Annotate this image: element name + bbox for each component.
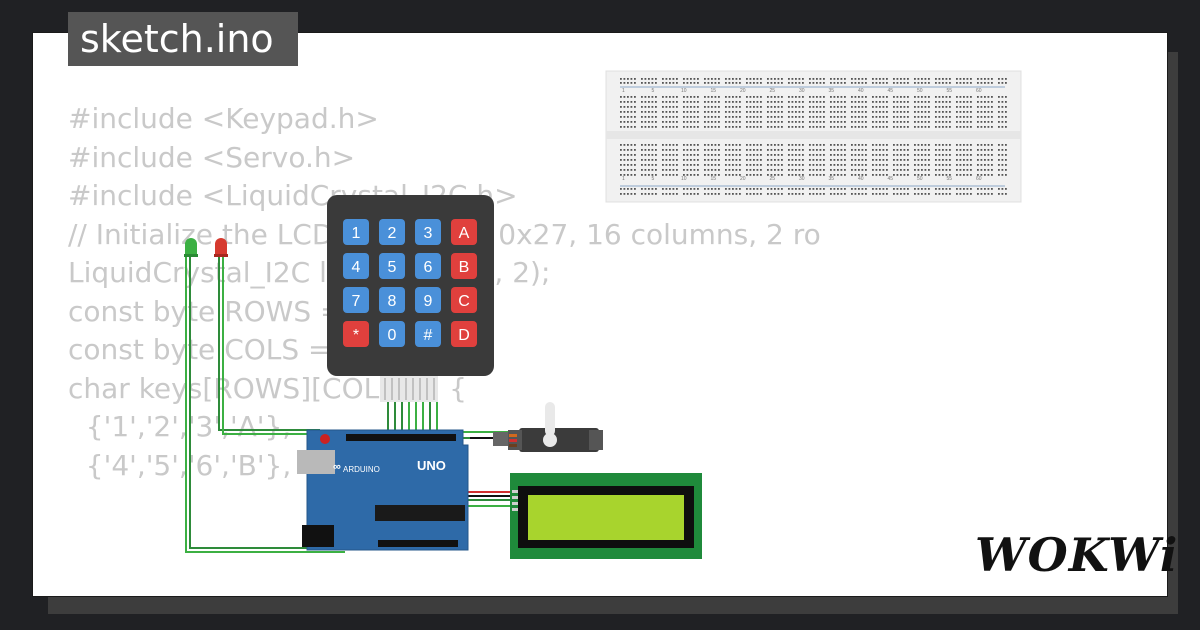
lcd-display[interactable] <box>510 473 702 559</box>
power-jack <box>302 525 334 547</box>
breadboard-column-number: 1 <box>622 88 625 94</box>
led-red[interactable] <box>214 238 228 257</box>
atmega-chip <box>375 505 465 521</box>
breadboard-column-number: 25 <box>770 88 776 94</box>
arduino-model: UNO <box>417 458 446 473</box>
breadboard-column-number: 5 <box>652 176 655 182</box>
keypad-key-8[interactable]: 8 <box>379 287 405 313</box>
keypad-key-label: 2 <box>388 225 397 242</box>
keypad-key-label: D <box>458 327 470 344</box>
keypad-key-label: 4 <box>352 259 361 276</box>
breadboard-column-number: 1 <box>622 176 625 182</box>
breadboard-column-number: 30 <box>799 176 805 182</box>
breadboard-column-number: 60 <box>976 176 982 182</box>
arduino-uno[interactable]: ∞ ARDUINO UNO <box>297 429 469 551</box>
reset-button <box>320 434 330 444</box>
breadboard-column-number: 25 <box>770 176 776 182</box>
breadboard-column-number: 40 <box>858 176 864 182</box>
breadboard-column-number: 50 <box>917 88 923 94</box>
usb-port <box>297 450 335 474</box>
keypad-key-label: 0 <box>388 327 397 344</box>
servo-motor[interactable] <box>493 402 603 452</box>
code-line: const byte COLS = 4; <box>68 333 368 366</box>
keypad-key-B[interactable]: B <box>451 253 477 279</box>
code-line: {'4','5','6','B'}, <box>68 448 292 482</box>
keypad-key-4[interactable]: 4 <box>343 253 369 279</box>
keypad-key-9[interactable]: 9 <box>415 287 441 313</box>
wokwi-logo: WOKWi <box>975 528 1179 582</box>
breadboard-column-number: 20 <box>740 88 746 94</box>
breadboard-column-number: 45 <box>888 176 894 182</box>
keypad-key-label: 5 <box>388 259 397 276</box>
arduino-brand: ARDUINO <box>343 465 380 474</box>
breadboard-column-number: 60 <box>976 88 982 94</box>
keypad-key-C[interactable]: C <box>451 287 477 313</box>
keypad-key-label: B <box>459 259 470 276</box>
keypad-key-label: * <box>353 327 359 344</box>
code-line: char keys[ROWS][COLS] = { <box>68 371 467 405</box>
keypad-key-label: 8 <box>388 293 397 310</box>
breadboard-column-number: 55 <box>947 176 953 182</box>
keypad[interactable]: 1 2 3 A 4 5 6 B 7 8 9 C * 0 # D <box>327 195 494 402</box>
file-tab[interactable]: sketch.ino <box>68 12 298 66</box>
breadboard-column-number: 10 <box>681 176 687 182</box>
keypad-key-label: C <box>458 293 470 310</box>
keypad-key-1[interactable]: 1 <box>343 219 369 245</box>
keypad-key-label: 6 <box>424 259 433 276</box>
breadboard-column-number: 45 <box>888 88 894 94</box>
keypad-key-7[interactable]: 7 <box>343 287 369 313</box>
code-line: #include <Keypad.h> <box>68 102 379 135</box>
wires <box>185 256 520 553</box>
breadboard-column-number: 35 <box>829 88 835 94</box>
breadboard-column-number: 35 <box>829 176 835 182</box>
keypad-key-#[interactable]: # <box>415 321 441 347</box>
keypad-key-label: # <box>424 327 433 344</box>
keypad-key-0[interactable]: 0 <box>379 321 405 347</box>
keypad-key-D[interactable]: D <box>451 321 477 347</box>
keypad-key-label: 7 <box>352 293 361 310</box>
code-line: {'1','2','3','A'}, <box>68 410 292 443</box>
breadboard[interactable]: 1155101015152020252530303535404045455050… <box>605 70 1022 203</box>
keypad-key-5[interactable]: 5 <box>379 253 405 279</box>
code-line: #include <Servo.h> <box>68 140 356 174</box>
breadboard-column-number: 10 <box>681 88 687 94</box>
code-editor[interactable]: #include <Keypad.h>#include <Servo.h>#in… <box>68 100 821 485</box>
breadboard-column-number: 50 <box>917 176 923 182</box>
breadboard-column-number: 15 <box>711 176 717 182</box>
keypad-key-2[interactable]: 2 <box>379 219 405 245</box>
keypad-key-label: 1 <box>352 225 361 242</box>
keypad-key-3[interactable]: 3 <box>415 219 441 245</box>
svg-text:∞: ∞ <box>333 461 341 473</box>
breadboard-column-number: 55 <box>947 88 953 94</box>
breadboard-column-number: 40 <box>858 88 864 94</box>
breadboard-column-number: 5 <box>652 88 655 94</box>
keypad-key-label: A <box>459 225 470 242</box>
breadboard-column-number: 30 <box>799 88 805 94</box>
keypad-key-*[interactable]: * <box>343 321 369 347</box>
keypad-key-A[interactable]: A <box>451 219 477 245</box>
keypad-key-6[interactable]: 6 <box>415 253 441 279</box>
led-green[interactable] <box>184 238 198 257</box>
breadboard-column-number: 15 <box>711 88 717 94</box>
keypad-key-label: 9 <box>424 293 433 310</box>
breadboard-column-number: 20 <box>740 176 746 182</box>
keypad-key-label: 3 <box>424 225 433 242</box>
